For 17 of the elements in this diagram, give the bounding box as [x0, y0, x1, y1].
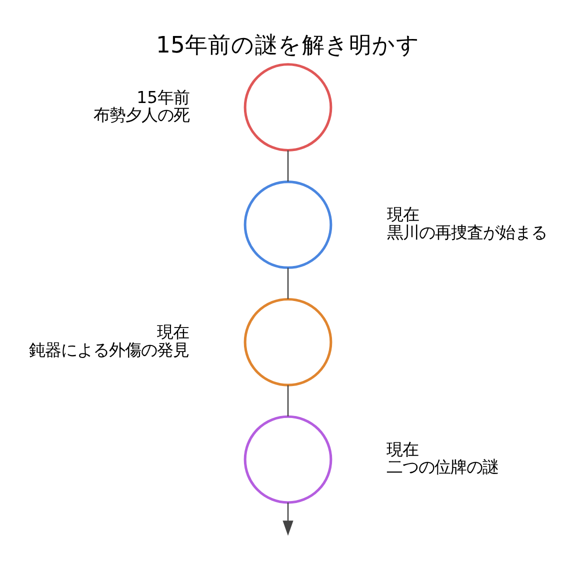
node-label: 布勢夕人の死 [94, 105, 190, 124]
node-label: 鈍器による外傷の発見 [28, 340, 189, 360]
diagram-title: 15年前の謎を解き明かす [156, 32, 420, 58]
arrow [282, 502, 294, 536]
node-circle [244, 298, 332, 386]
node-circle [244, 180, 332, 269]
node-circle [244, 63, 332, 152]
connector [287, 268, 289, 299]
node-label: 現在 [387, 205, 420, 224]
node-label: 二つの位牌の謎 [386, 458, 498, 477]
connector [287, 150, 289, 182]
node-circle [244, 415, 332, 504]
node-label: 現在 [386, 440, 418, 460]
connector [287, 385, 289, 416]
node-label: 15年前 [136, 88, 190, 107]
node-label: 現在 [156, 322, 189, 342]
node-label: 黒川の再捜査が始まる [387, 222, 548, 242]
